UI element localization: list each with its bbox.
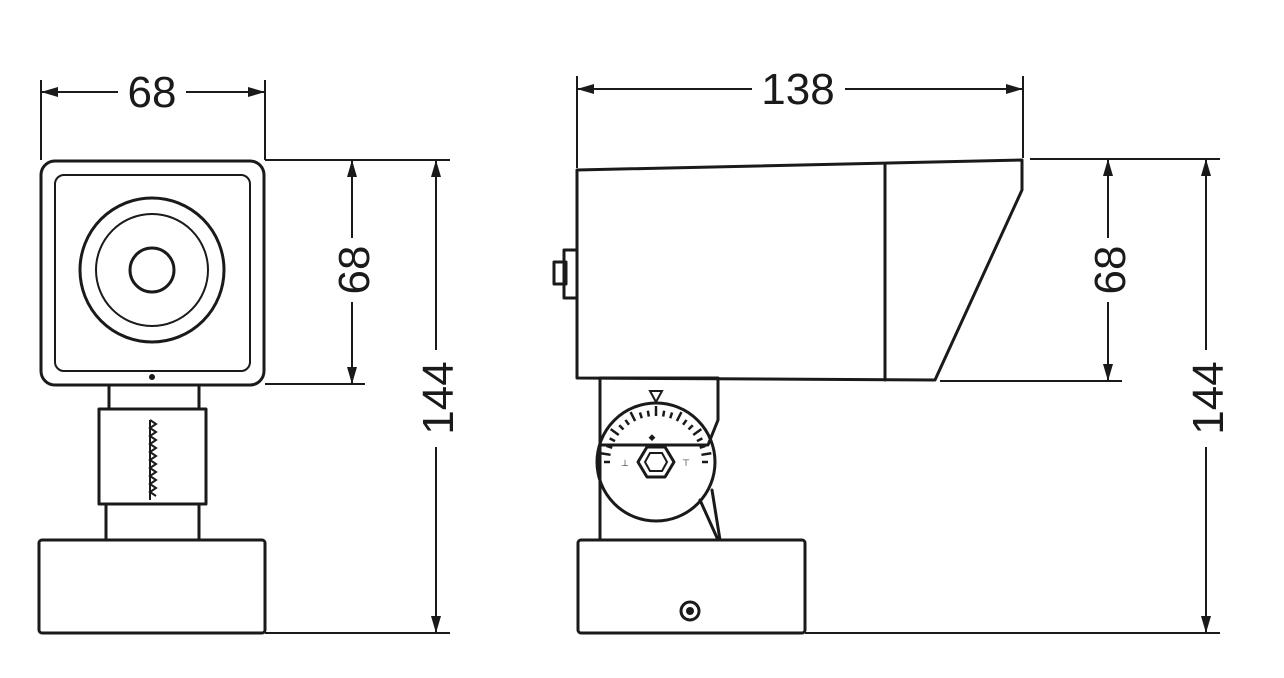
- screw-hole-icon: [679, 600, 701, 622]
- dial-tick: [696, 437, 703, 443]
- lens-icon: [78, 196, 226, 344]
- dial-tick: [600, 452, 611, 457]
- front-width-dimension: [40, 80, 266, 160]
- side-length-dimension: [576, 76, 1024, 168]
- side-head-height-label: 68: [1086, 246, 1135, 295]
- side-length-label: 138: [761, 65, 834, 114]
- dial-tick: [618, 424, 625, 431]
- dial-tick: [609, 437, 616, 443]
- dial-tick: [682, 419, 688, 426]
- dial-tick: [692, 428, 703, 436]
- front-head-height-dimension: [265, 159, 450, 385]
- side-base: [576, 538, 807, 635]
- dial-tick: [606, 444, 613, 449]
- rear-knob-icon: [552, 248, 579, 300]
- dial-tick: [669, 412, 674, 419]
- dial-tick: [675, 411, 683, 422]
- front-total-height-dimension: [265, 160, 450, 634]
- side-bracket: [598, 376, 720, 447]
- dial-tick: [646, 410, 651, 417]
- front-head-outer: [39, 159, 266, 387]
- dial-tick: [661, 410, 666, 417]
- dial-tick: [624, 419, 630, 426]
- front-head-inner: [54, 174, 251, 372]
- front-indicator-dot: [149, 374, 155, 380]
- dial-tick: [638, 412, 643, 419]
- dial-tick: [701, 452, 712, 457]
- front-total-height-label: 144: [414, 361, 463, 434]
- front-head-height-label: 68: [330, 246, 379, 295]
- front-neck: [97, 383, 208, 542]
- side-housing: [575, 158, 1024, 382]
- svg-text:⊥: ⊥: [621, 459, 629, 469]
- dial-tick: [629, 411, 637, 422]
- side-view: ◆ ⊥ ⊤ 138: [552, 65, 1233, 635]
- svg-text:⊤: ⊤: [682, 459, 690, 469]
- tilt-dial-icon: ◆ ⊥ ⊤: [595, 401, 717, 523]
- side-total-height-dimension: [805, 159, 1220, 634]
- dial-tick: [699, 444, 706, 449]
- front-width-label: 68: [128, 68, 177, 117]
- tilt-pointer-icon: [648, 390, 664, 405]
- svg-text:◆: ◆: [649, 433, 656, 443]
- front-view: 68 68 144: [37, 68, 463, 635]
- side-total-height-label: 144: [1184, 361, 1233, 434]
- front-base: [37, 538, 267, 635]
- dial-tick: [687, 424, 694, 431]
- side-head-height-dimension: [940, 158, 1220, 382]
- dial-tick: [609, 428, 620, 436]
